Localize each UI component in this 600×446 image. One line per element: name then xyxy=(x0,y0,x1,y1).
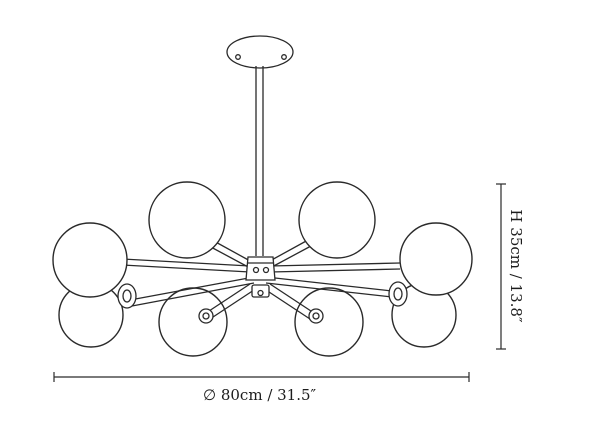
arm-back-left xyxy=(117,276,255,309)
globe-front-inner-left xyxy=(158,287,228,357)
globe-outer-right xyxy=(399,222,473,296)
height-dimension-label: H 35cm / 13.8″ xyxy=(507,209,525,323)
ceiling-canopy xyxy=(226,35,294,69)
globe-outer-left xyxy=(52,222,128,298)
width-dimension-label: ∅ 80cm / 31.5″ xyxy=(203,386,317,404)
arm-upper-right xyxy=(267,239,312,269)
width-dimension-line xyxy=(53,372,470,382)
arm-upper-left xyxy=(208,239,253,269)
arm-front-inner-right xyxy=(265,283,324,324)
arm-outer-left xyxy=(121,258,251,273)
central-hub xyxy=(245,256,276,298)
globe-upper-right xyxy=(298,181,376,259)
arm-back-right xyxy=(265,276,408,307)
arm-front-inner-left xyxy=(198,283,255,324)
globe-upper-left xyxy=(148,181,226,259)
arm-outer-right xyxy=(269,262,401,273)
height-dimension-line xyxy=(496,183,506,350)
down-rod xyxy=(255,66,264,256)
globe-front-inner-right xyxy=(294,287,364,357)
